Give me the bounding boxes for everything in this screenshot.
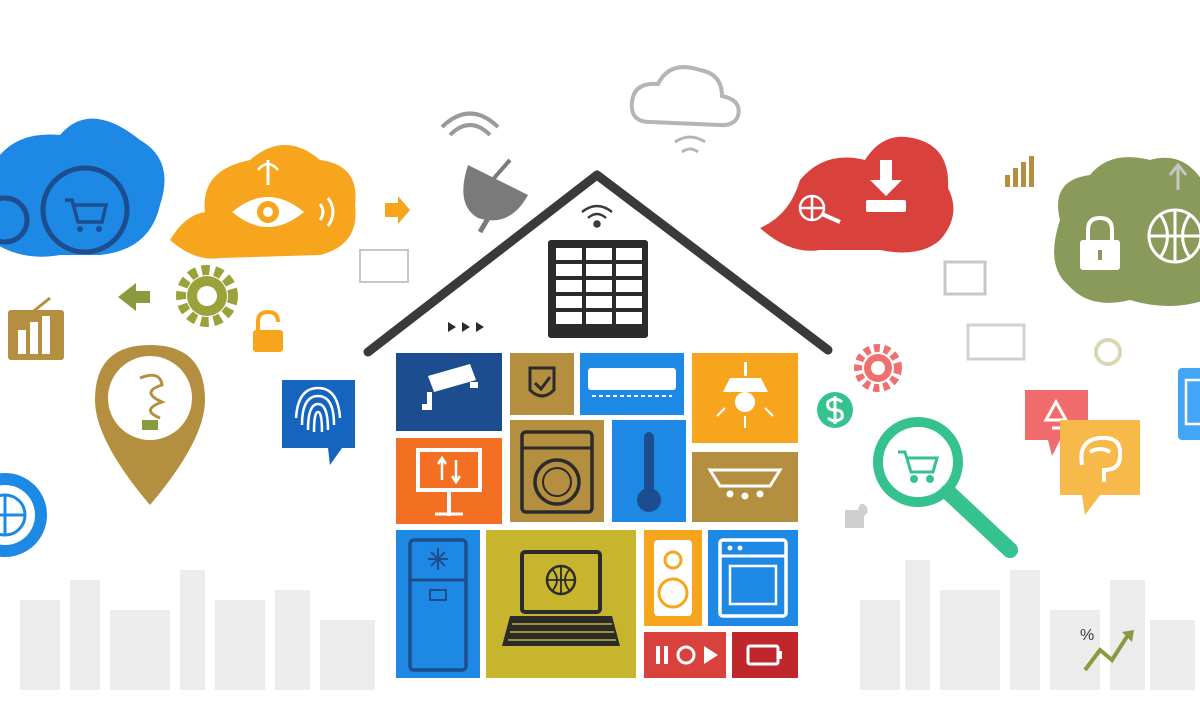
orange-cloud-eye-icon (170, 145, 356, 259)
grey-monitor-icon (943, 260, 987, 296)
download-icon (866, 160, 906, 212)
city-skyline (20, 560, 1195, 690)
battery-tile (732, 632, 798, 678)
security-camera-icon (422, 364, 478, 410)
padlock-icon (253, 309, 283, 352)
shopping-cart-icon (898, 450, 939, 483)
arrows-icon (448, 322, 484, 332)
smoke-detector-tile (692, 452, 798, 522)
thermometer-icon (637, 432, 661, 512)
solar-panel-icon (548, 240, 648, 338)
cloud-icon (629, 65, 741, 154)
fingerprint-icon (282, 380, 355, 465)
speaker-icon (654, 540, 692, 616)
magnifier-icon (873, 417, 1018, 558)
media-controls-tile (644, 632, 726, 678)
laptop-tile (486, 530, 636, 678)
oven-icon (718, 538, 788, 618)
air-conditioner-icon (588, 368, 676, 390)
orange-arrow-icon (385, 196, 410, 224)
smoke-detector-icon (707, 468, 783, 500)
light-bulb-icon (95, 345, 205, 505)
grey-monitor-icon (359, 249, 409, 283)
padlock-icon (1080, 215, 1120, 270)
media-controls-icon (656, 645, 718, 665)
projector-screen-icon (416, 448, 482, 516)
grey-tv-icon (966, 323, 1026, 361)
brain-icon (1060, 420, 1140, 515)
oven-tile (708, 530, 798, 626)
washing-machine-tile (510, 420, 604, 522)
battery-icon (746, 644, 782, 666)
arrow-up-icon (1168, 162, 1188, 190)
shield-check-icon (528, 366, 556, 398)
satellite-dish-icon (440, 111, 528, 234)
bar-chart-icon (8, 296, 64, 360)
wifi-icon (581, 204, 613, 228)
percent-sign-icon: % (1080, 627, 1094, 644)
house-roof (363, 170, 833, 357)
dollar-icon (817, 392, 853, 428)
target-icon (1094, 338, 1122, 366)
search-globe-icon (798, 194, 841, 224)
arrow-left-icon (118, 283, 150, 311)
puzzle-icon (845, 503, 868, 528)
washing-machine-icon (520, 430, 594, 514)
refrigerator-tile (396, 530, 480, 678)
thermometer-tile (612, 420, 686, 522)
blue-cloud-shopping-icon (0, 118, 165, 257)
olive-cloud-security-icon (1054, 157, 1200, 306)
grey-bar-chart-icon (1005, 156, 1034, 187)
shield-tile (510, 353, 574, 415)
laptop-globe-icon (502, 550, 620, 646)
growth-arrow-icon: % (1080, 627, 1134, 672)
gear-icon (176, 265, 238, 327)
speaker-tile (644, 530, 702, 626)
projector-tile (396, 438, 502, 524)
refrigerator-icon (408, 538, 468, 672)
security-camera-tile (396, 353, 502, 431)
ceiling-lamp-icon (723, 362, 768, 412)
red-cloud-download-icon (760, 136, 954, 253)
blue-tablet-icon (1178, 368, 1200, 440)
air-conditioner-tile (580, 353, 684, 415)
gear-icon (854, 344, 902, 392)
house (363, 170, 833, 678)
globe-icon (0, 473, 47, 557)
globe-icon (1147, 208, 1200, 264)
ceiling-lamp-tile (692, 353, 798, 443)
